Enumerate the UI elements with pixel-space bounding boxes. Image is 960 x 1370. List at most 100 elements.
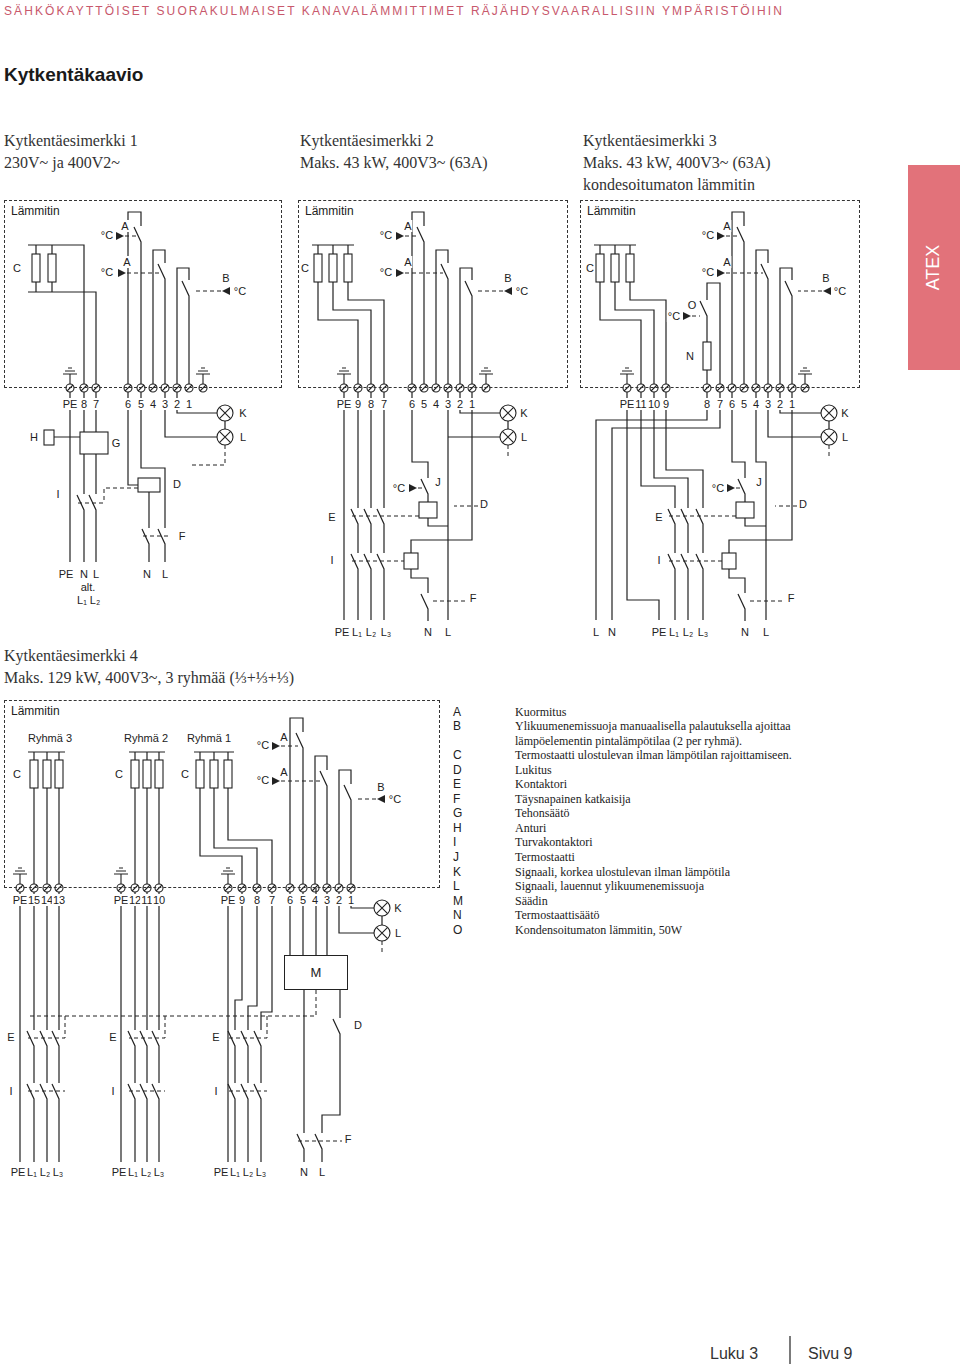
diagram-label: °C [667, 310, 681, 322]
terminal-strip [764, 384, 772, 392]
diagram-label: I [55, 488, 60, 500]
legend-letter: K [453, 865, 461, 880]
wire [768, 392, 829, 437]
switch-symbol [128, 1075, 135, 1107]
control-line [28, 746, 382, 1141]
diagram-label: L₂ [89, 594, 101, 606]
diagram-label: PE [334, 626, 351, 638]
terminal-strip [788, 384, 796, 392]
diagram-label: L [239, 431, 247, 443]
diagram-label: °C [100, 266, 114, 278]
wire [436, 250, 448, 384]
diagram-label: E [211, 1031, 220, 1043]
diagram-label: Ryhmä 1 [186, 732, 232, 744]
thermostat-symbol [409, 484, 417, 492]
thermostat-symbol [116, 232, 831, 803]
enclosure-label: Lämmitin [10, 704, 61, 718]
terminal-strip [716, 384, 724, 392]
diagram-label: alt. [80, 581, 97, 593]
enclosure-label: Lämmitin [586, 204, 637, 218]
diagram-label: N [299, 1166, 309, 1178]
wire [20, 212, 829, 1364]
component-box [404, 553, 418, 569]
diagram-label: PE [619, 398, 636, 410]
diagram-label: °C [515, 285, 529, 297]
legend-letter: D [453, 763, 462, 778]
example-heading: Kytkentäesimerkki 4 [4, 646, 138, 666]
legend-letter: A [453, 705, 461, 720]
diagram-label: 6 [728, 398, 736, 410]
diagram-label: O [687, 299, 698, 311]
diagram-label: Ryhmä 2 [123, 732, 169, 744]
diagram-label: F [178, 530, 187, 542]
terminal-strip [149, 384, 157, 392]
diagram-label: I [329, 554, 334, 566]
diagram-label: A [120, 220, 129, 232]
diagram-label: 2 [173, 398, 181, 410]
legend-letter: O [453, 923, 462, 938]
wire [177, 268, 189, 384]
terminal-strip [55, 884, 63, 892]
diagram-label: 5 [299, 894, 307, 906]
terminal-strip [444, 384, 452, 392]
wire [28, 752, 234, 760]
terminal-strip [354, 384, 362, 392]
diagram-label: F [787, 592, 796, 604]
diagram-label: °C [388, 793, 402, 805]
terminal-strip [286, 884, 294, 892]
switch-symbol [377, 545, 384, 577]
resistor-symbol [43, 760, 51, 788]
diagram-label: L [161, 568, 169, 580]
diagram-label: PE [10, 1166, 27, 1178]
switch-symbol [297, 1125, 304, 1157]
ground-symbol [13, 368, 812, 884]
wire [412, 392, 448, 526]
ground-symbol [337, 368, 351, 384]
switch-symbol [27, 218, 792, 1157]
switch-symbol [668, 500, 675, 532]
terminal-strip [323, 884, 331, 892]
terminal-strip [623, 384, 631, 392]
diagram-label: C [300, 262, 310, 274]
example-heading: Maks. 129 kW, 400V3~, 3 ryhmää (⅓+⅓+⅓) [4, 668, 294, 688]
diagram-label: L₃ [697, 626, 710, 638]
legend-letter: J [453, 850, 459, 865]
diagram-label: °C [388, 793, 402, 805]
lamp-symbol [821, 429, 837, 445]
resistor-symbol [210, 760, 218, 788]
diagram-label: PE [10, 1166, 27, 1178]
diagram-label: L [92, 568, 100, 580]
wire [460, 268, 472, 384]
diagram-label: G [111, 437, 122, 449]
terminal-strip [752, 384, 760, 392]
diagram-label: 10 [647, 398, 661, 410]
diagram-label: N [423, 626, 433, 638]
diagram-label: I [8, 1085, 13, 1097]
example-heading: 230V~ ja 400V2~ [4, 153, 120, 173]
diagram-label: 2 [335, 894, 343, 906]
legend-letter: L [453, 879, 460, 894]
component-box [44, 430, 754, 569]
resistor-symbol [596, 254, 604, 282]
diagram-label: PE [62, 398, 79, 410]
legend-letter: L [453, 879, 460, 894]
diagram-label: N [740, 626, 750, 638]
diagram-label: 13 [52, 894, 66, 906]
diagram-label: K [840, 407, 849, 419]
diagram-label: 4 [311, 894, 319, 906]
diagram-label: F [178, 530, 187, 542]
diagram-label: 5 [420, 398, 428, 410]
diagram-label: 9 [662, 398, 670, 410]
diagram-label: E [211, 1031, 220, 1043]
diagram-label: I [213, 1085, 218, 1097]
diagram-label: N [685, 350, 695, 362]
diagram-label: PE [336, 398, 353, 410]
diagram-label: B [503, 272, 512, 284]
legend-description: Signaali, lauennut ylikuumenemissuoja [515, 879, 704, 894]
resistor-symbol [224, 760, 232, 788]
switch-symbol [681, 500, 688, 532]
wire [596, 392, 720, 620]
diagram-label: 1 [788, 398, 796, 410]
switch-symbol [465, 272, 472, 304]
